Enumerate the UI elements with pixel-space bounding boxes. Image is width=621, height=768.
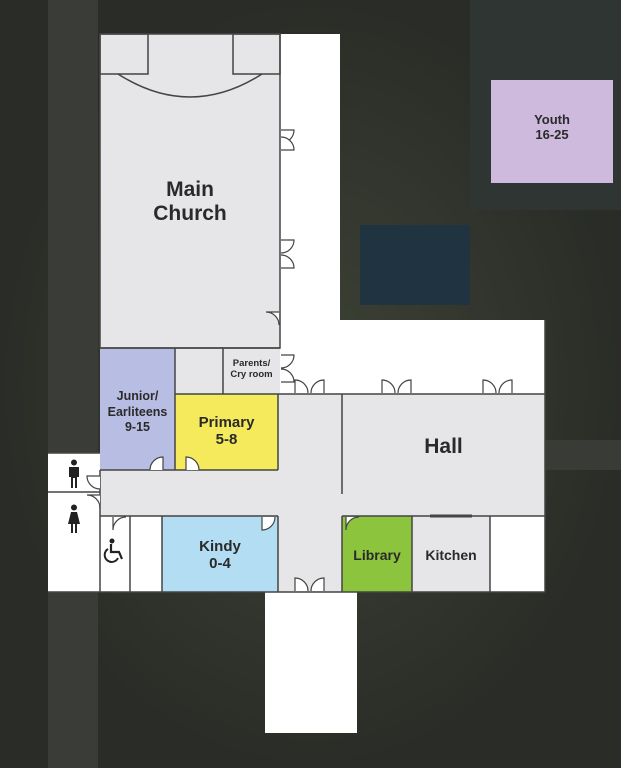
store-room: [490, 516, 545, 592]
room-parents[interactable]: [223, 348, 280, 394]
driveway: [540, 440, 621, 470]
room-kitchen[interactable]: [412, 516, 490, 592]
hall-label: Hall: [424, 435, 463, 458]
stage-left: [99, 33, 149, 75]
entry-porch: [265, 592, 357, 733]
room-youth[interactable]: [491, 80, 613, 183]
parents-label: Parents/ Cry room: [230, 358, 273, 380]
room-hall[interactable]: [342, 394, 545, 516]
room-small-store[interactable]: [175, 348, 223, 394]
male-toilet-icon: [62, 458, 86, 490]
doors: [86, 129, 513, 592]
stage-arc: [117, 73, 263, 98]
room-junior[interactable]: [100, 348, 175, 470]
primary-label: Primary 5-8: [198, 414, 255, 449]
kindy-label: Kindy 0-4: [199, 538, 241, 573]
room-primary[interactable]: [175, 394, 278, 470]
room-main-church[interactable]: [100, 34, 280, 348]
road: [48, 0, 98, 768]
junior-label: Junior/ Earliteens 9-15: [107, 389, 168, 435]
pool: [360, 225, 470, 305]
accessible-toilet: [100, 516, 162, 592]
library-label: Library: [353, 547, 401, 563]
room-kindy[interactable]: [162, 516, 278, 592]
walls: [48, 33, 546, 593]
stage-right: [232, 33, 281, 75]
female-toilet-icon: [62, 503, 86, 535]
wheelchair-icon: [101, 537, 129, 565]
room-library[interactable]: [342, 516, 412, 592]
kitchen-label: Kitchen: [425, 547, 477, 563]
corridor-foyer: [278, 394, 342, 592]
youth-label: Youth 16-25: [534, 112, 570, 142]
main-church-label: Main Church: [153, 178, 227, 226]
